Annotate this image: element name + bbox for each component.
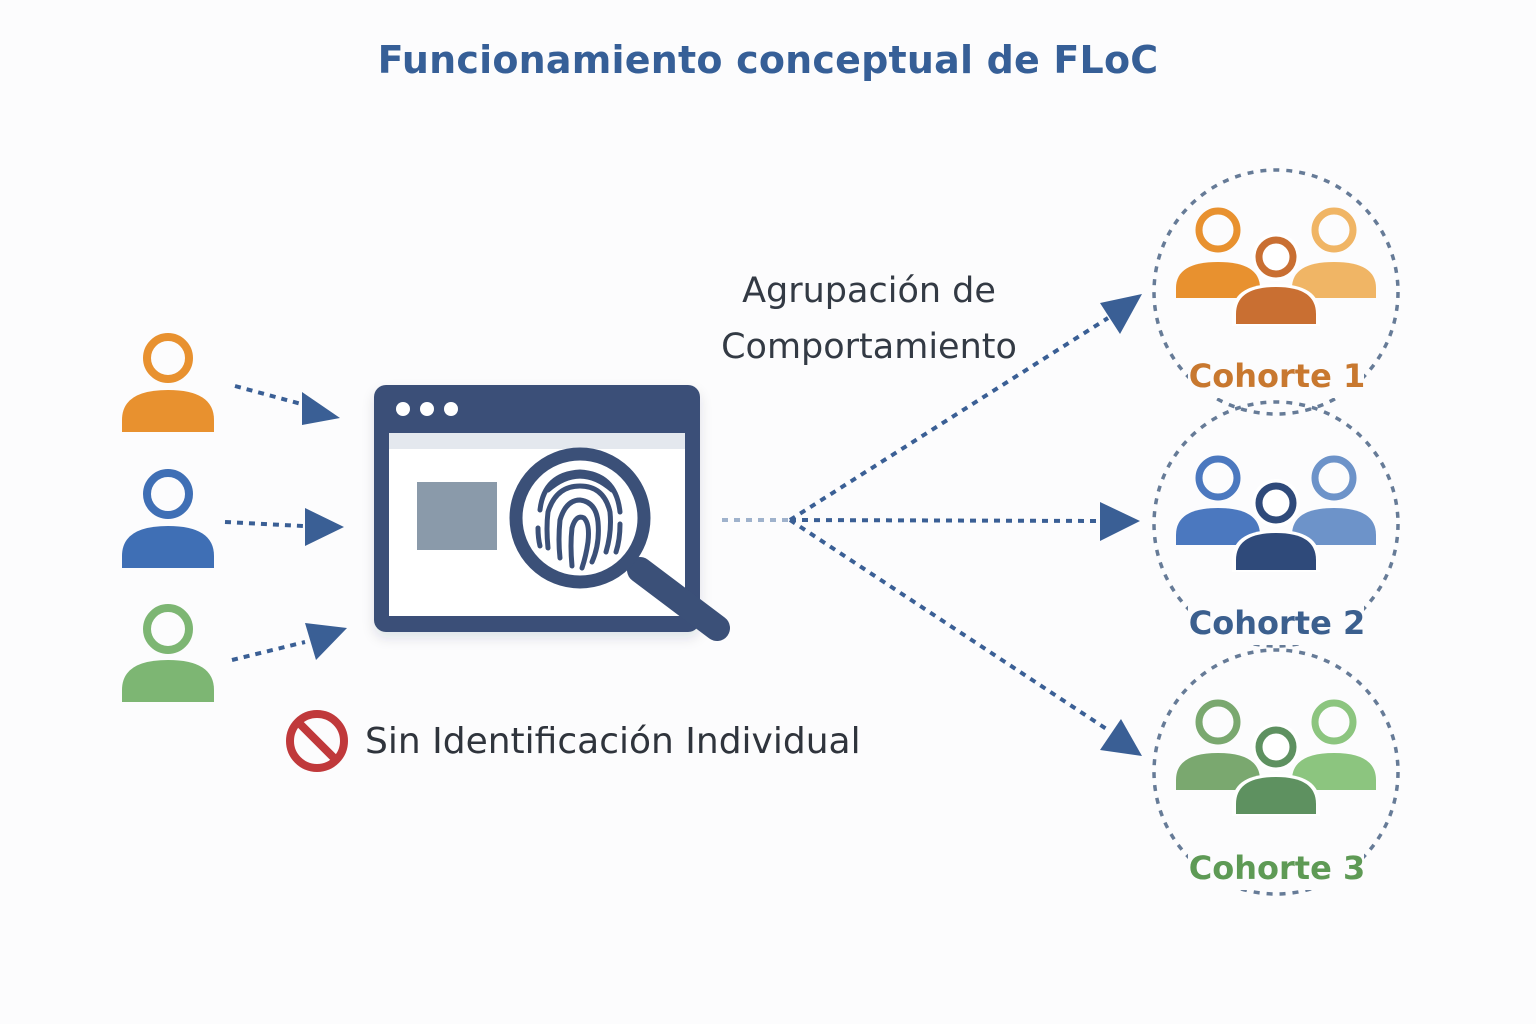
prohibited-icon xyxy=(286,710,348,772)
cohort-3-label: Cohorte 3 xyxy=(1189,849,1365,887)
user-blue-icon xyxy=(122,469,214,568)
cohort-1-label: Cohorte 1 xyxy=(1189,357,1365,395)
input-arrows xyxy=(224,384,347,662)
fingerprint-magnifier-icon xyxy=(509,447,730,641)
grouping-label-line2: Comportamiento xyxy=(721,327,1017,367)
cohort-3-users-icon xyxy=(1176,699,1376,816)
cohort-3-group: Cohorte 3 xyxy=(1152,648,1400,896)
grouping-label-line1: Agrupación de xyxy=(742,271,996,311)
user-orange-icon xyxy=(122,333,214,432)
user-green-icon xyxy=(122,604,214,702)
cohort-1-users-icon xyxy=(1176,207,1376,326)
output-arrows xyxy=(722,294,1142,756)
page-title: Funcionamiento conceptual de FLoC xyxy=(377,38,1159,82)
privacy-note: Sin Identificación Individual xyxy=(365,721,861,762)
cohort-2-users-icon xyxy=(1176,455,1376,572)
cohort-1-group: Cohorte 1 xyxy=(1152,168,1400,416)
cohort-2-label: Cohorte 2 xyxy=(1189,604,1365,642)
cohort-2-group: Cohorte 2 xyxy=(1152,400,1400,648)
